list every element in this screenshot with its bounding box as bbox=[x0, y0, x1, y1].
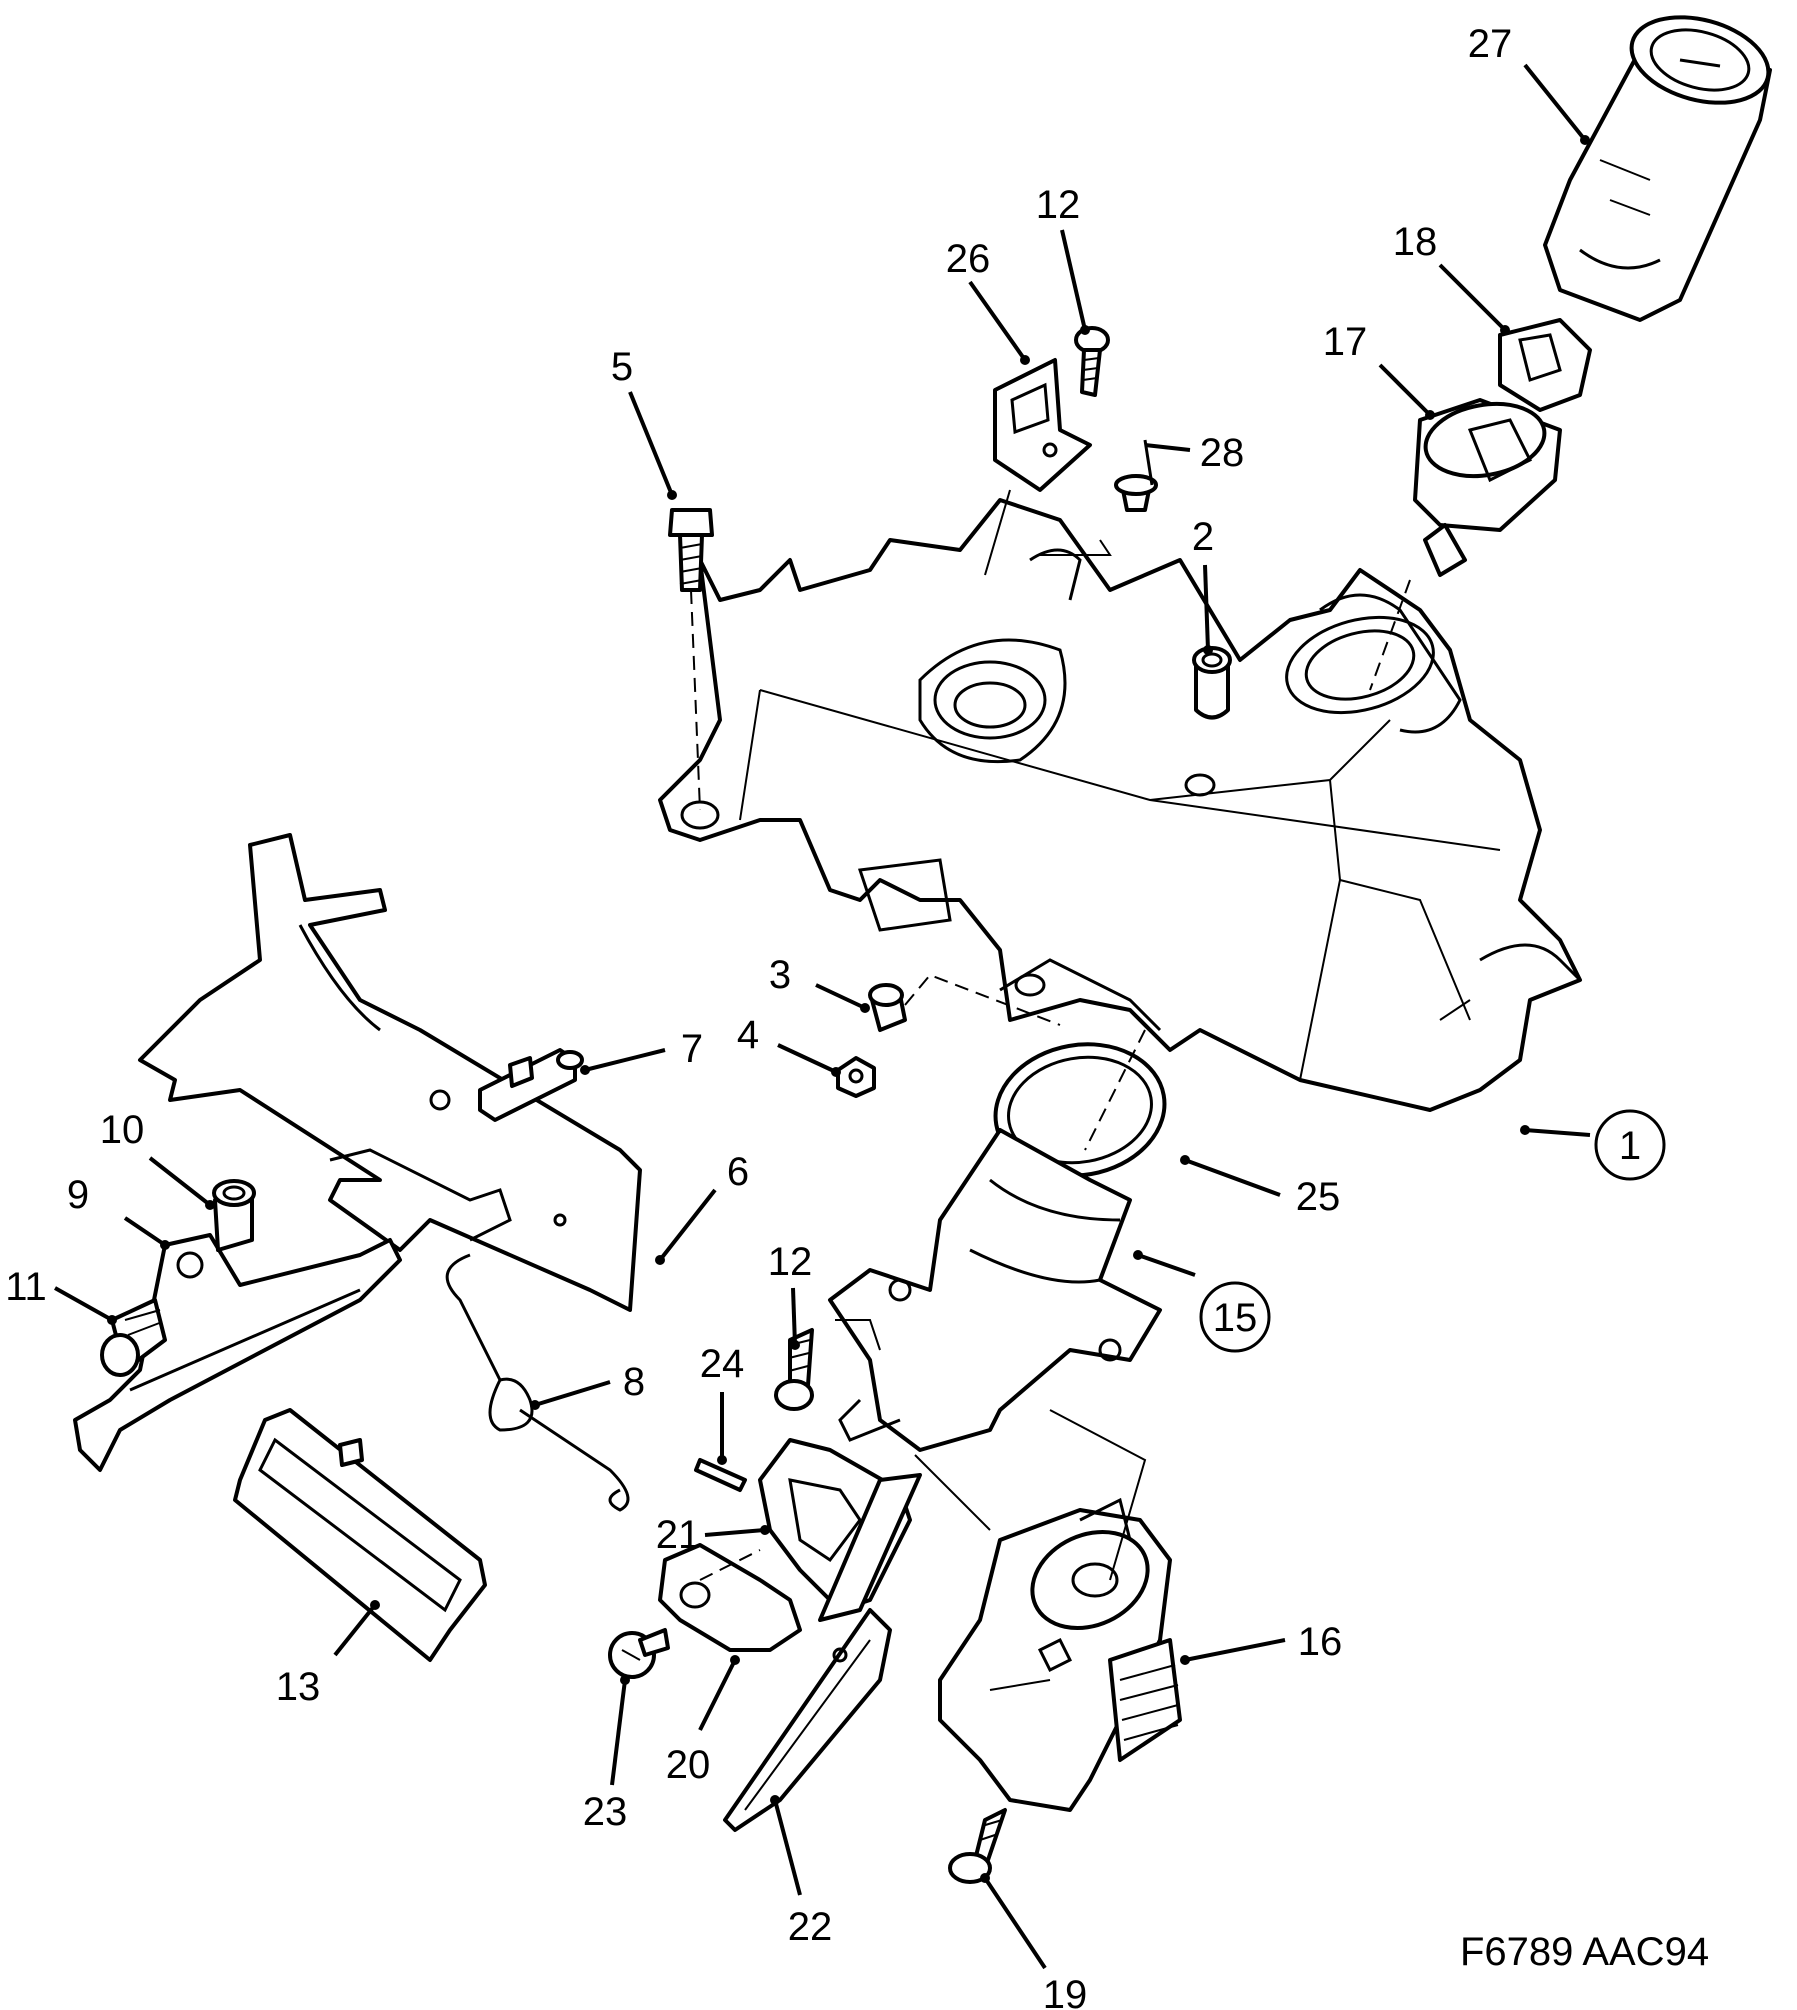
part-12-screw-mid bbox=[774, 1319, 881, 1411]
part-13-bezel bbox=[233, 1408, 487, 1662]
callout-12-mid: 12 bbox=[768, 1240, 813, 1284]
callout-7: 7 bbox=[681, 1027, 703, 1071]
callout-8: 8 bbox=[623, 1360, 645, 1404]
part-11-screw bbox=[100, 1298, 167, 1377]
callout-2: 2 bbox=[1192, 515, 1214, 559]
part-25-ring bbox=[993, 1029, 1167, 1178]
callout-25: 25 bbox=[1296, 1175, 1341, 1219]
part-3-sleeve bbox=[868, 983, 907, 1032]
callout-16: 16 bbox=[1298, 1620, 1343, 1664]
callout-3: 3 bbox=[769, 953, 791, 997]
part-23-screw bbox=[608, 1628, 670, 1679]
callout-1-circle bbox=[1594, 1109, 1666, 1181]
part-12-screw-top bbox=[1074, 326, 1110, 397]
callout-21: 21 bbox=[656, 1513, 701, 1557]
callout-22: 22 bbox=[788, 1905, 833, 1949]
part-20-clamp bbox=[658, 1543, 802, 1652]
part-27-lock-cylinder bbox=[1543, 15, 1772, 322]
part-19-screw bbox=[948, 1808, 1007, 1884]
part-1-housing bbox=[658, 498, 1582, 1112]
callout-15: 15 bbox=[1213, 1296, 1258, 1340]
callout-labels: 1 2 3 4 5 6 7 8 9 10 11 12 12 13 15 16 1… bbox=[5, 22, 1666, 2010]
callout-28: 28 bbox=[1200, 431, 1245, 475]
callout-13: 13 bbox=[276, 1665, 321, 1709]
callout-19: 19 bbox=[1043, 1973, 1088, 2010]
part-22-cover bbox=[723, 1608, 892, 1832]
part-18-insert bbox=[1498, 318, 1592, 412]
callout-4: 4 bbox=[737, 1013, 759, 1057]
callout-18: 18 bbox=[1393, 220, 1438, 264]
part-21-yoke bbox=[758, 1438, 922, 1622]
callout-15-circle bbox=[1199, 1281, 1271, 1353]
callout-17: 17 bbox=[1323, 320, 1368, 364]
callout-11: 11 bbox=[5, 1265, 47, 1309]
callout-27: 27 bbox=[1468, 22, 1513, 66]
callout-1: 1 bbox=[1619, 1124, 1641, 1168]
callout-12-top: 12 bbox=[1036, 183, 1081, 227]
part-9-lever bbox=[73, 1233, 402, 1472]
callout-26: 26 bbox=[946, 237, 991, 281]
part-7-pin bbox=[478, 1048, 584, 1122]
part-24-pin bbox=[694, 1458, 747, 1492]
figure-code: F6789 AAC94 bbox=[1460, 1930, 1709, 1974]
callout-6: 6 bbox=[727, 1150, 749, 1194]
part-28-rivet bbox=[1040, 439, 1158, 556]
part-5-bolt bbox=[668, 508, 714, 811]
callout-23: 23 bbox=[583, 1790, 628, 1834]
part-2-sleeve bbox=[1192, 646, 1232, 720]
part-17-switch bbox=[1369, 398, 1562, 691]
part-16-ignition-switch bbox=[914, 1409, 1182, 1812]
callout-10: 10 bbox=[100, 1108, 145, 1152]
callout-9: 9 bbox=[67, 1173, 89, 1217]
callout-20: 20 bbox=[666, 1743, 711, 1787]
part-15-lock-tube bbox=[828, 1128, 1162, 1452]
part-4-nut bbox=[836, 973, 1061, 1098]
leader-lines bbox=[54, 63, 1591, 1970]
callout-24: 24 bbox=[700, 1342, 745, 1386]
part-6-bracket-plate bbox=[138, 833, 642, 1312]
part-10-bush bbox=[212, 1179, 256, 1252]
part-8-spring bbox=[445, 1253, 630, 1512]
part-26-bracket bbox=[984, 358, 1092, 576]
callout-5: 5 bbox=[611, 345, 633, 389]
